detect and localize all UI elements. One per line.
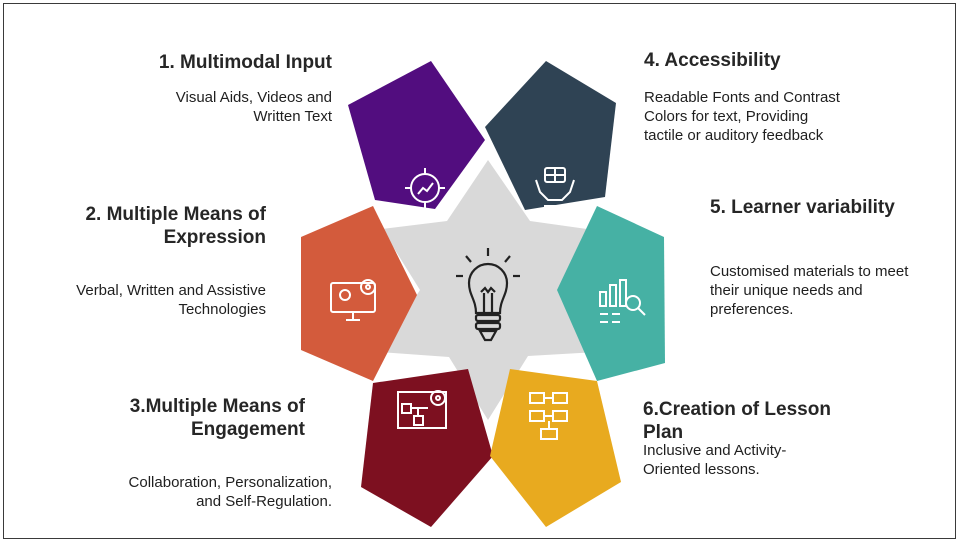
slide-frame bbox=[3, 3, 956, 539]
item-6-description: Inclusive and Activity- Oriented lessons… bbox=[643, 442, 787, 478]
light-bulb-icon bbox=[456, 248, 520, 342]
pentagon-multiple-means-engagement bbox=[361, 369, 493, 527]
item-1-title: 1. Multimodal Input bbox=[158, 52, 332, 73]
hands-gear-icon bbox=[535, 167, 575, 207]
pentagon-accessibility bbox=[485, 61, 616, 210]
item-1-description: Visual Aids, Videos and Written Text bbox=[175, 89, 332, 125]
hierarchy-blocks-icon bbox=[529, 392, 568, 440]
pentagon-multimodal-input bbox=[348, 61, 485, 209]
item-2-title: 2. Multiple Means of Expression bbox=[85, 204, 266, 248]
item-4-title: 4. Accessibility bbox=[644, 50, 781, 71]
bar-chart-search-icon bbox=[599, 279, 646, 323]
item-2-description: Verbal, Written and Assistive Technologi… bbox=[76, 282, 266, 318]
item-6-title: 6.Creation of Lesson Plan bbox=[643, 399, 831, 443]
item-3-description: Collaboration, Personalization, and Self… bbox=[128, 474, 332, 510]
workflow-gear-icon bbox=[397, 390, 447, 429]
pentagon-learner-variability bbox=[557, 206, 665, 381]
target-chart-icon bbox=[405, 168, 445, 208]
monitor-gears-icon bbox=[330, 279, 376, 321]
item-3-title: 3.Multiple Means of Engagement bbox=[129, 396, 305, 440]
item-4-description: Readable Fonts and Contrast Colors for t… bbox=[644, 89, 840, 144]
hexagon-multiple-means-expression bbox=[301, 206, 417, 381]
item-5-description: Customised materials to meet their uniqu… bbox=[710, 263, 909, 318]
item-5-title: 5. Learner variability bbox=[710, 197, 895, 218]
pentagon-creation-lesson-plan bbox=[490, 369, 621, 527]
